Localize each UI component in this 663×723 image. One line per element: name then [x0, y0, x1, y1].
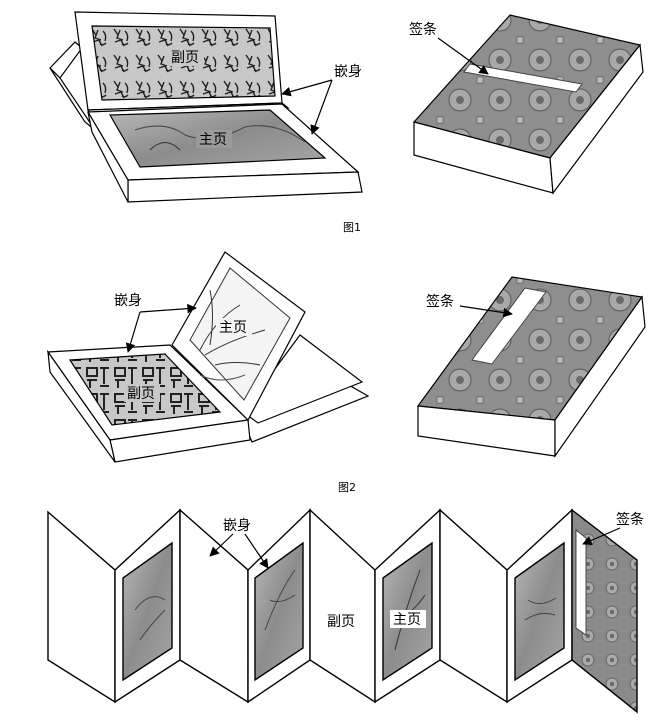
label-qianshen-fig2: 嵌身	[114, 293, 142, 309]
label-qiantiao-fig1: 签条	[409, 21, 437, 38]
caption-fig2: 图2	[338, 481, 356, 494]
label-fuye-fig3: 副页	[327, 614, 355, 630]
arrow-pointer-icon	[310, 79, 333, 135]
fig1-open-album	[49, 11, 363, 203]
arrow-pointer-icon	[209, 533, 234, 557]
label-zhuye-fig3: 主页	[393, 612, 421, 628]
annotation-arrows	[125, 37, 621, 569]
fig1-closed-album	[412, 14, 644, 195]
label-qiantiao-fig3: 签条	[616, 511, 644, 528]
label-qianshen-fig1: 嵌身	[334, 64, 362, 80]
label-zhuye-fig2: 主页	[219, 320, 247, 336]
arrow-pointer-icon	[244, 533, 269, 569]
fig2-closed-album	[416, 276, 646, 458]
arrow-pointer-icon	[437, 37, 489, 75]
fig2-open-album	[46, 251, 370, 463]
label-qianshen-fig3: 嵌身	[223, 518, 251, 534]
arrow-pointer-icon	[582, 527, 621, 545]
label-fuye-fig2: 副页	[127, 386, 155, 402]
label-zhuye-fig1: 主页	[199, 132, 227, 148]
caption-fig1: 图1	[343, 221, 361, 234]
arrow-pointer-icon	[459, 305, 513, 318]
labels: 副页 嵌身 主页 签条 图1 嵌身 主页 副页 签条 图2 嵌身 副页 主页 签…	[114, 21, 644, 630]
arrow-pointer-icon	[125, 311, 141, 353]
fig3-accordion-album	[47, 508, 638, 714]
arrow-pointer-icon	[139, 303, 197, 314]
arrow-pointer-icon	[281, 79, 333, 97]
label-qiantiao-fig2: 签条	[426, 293, 454, 310]
label-fuye-fig1: 副页	[171, 50, 199, 66]
